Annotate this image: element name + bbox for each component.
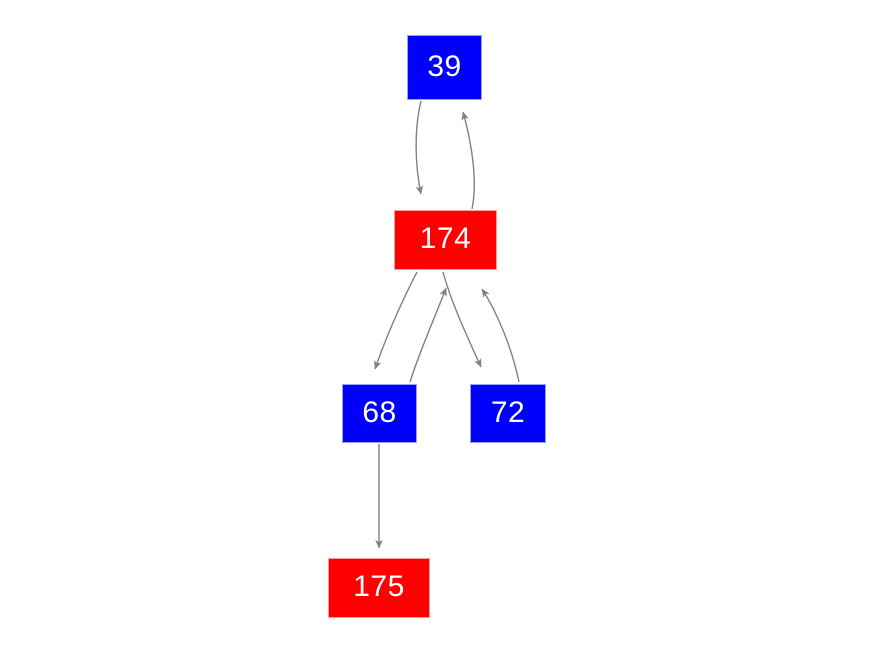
graph-node-label: 68 — [362, 395, 397, 429]
graph-node-174[interactable]: 174 — [394, 210, 497, 270]
graph-node-label: 72 — [490, 395, 526, 429]
edge-68-to-174 — [409, 287, 447, 383]
graph-node-68[interactable]: 68 — [342, 384, 417, 443]
graph-node-72[interactable]: 72 — [470, 384, 546, 443]
edge-174-to-72 — [442, 271, 482, 368]
graph-node-label: 174 — [419, 222, 472, 255]
edge-39-to-174 — [415, 100, 424, 195]
edge-72-to-174 — [481, 288, 520, 383]
graph-node-39[interactable]: 39 — [407, 35, 482, 100]
graph-node-label: 175 — [353, 570, 405, 603]
graph-node-175[interactable]: 175 — [328, 558, 430, 618]
graph-node-label: 39 — [427, 49, 462, 83]
edge-174-to-68 — [373, 271, 418, 370]
edge-174-to-39 — [461, 111, 475, 210]
